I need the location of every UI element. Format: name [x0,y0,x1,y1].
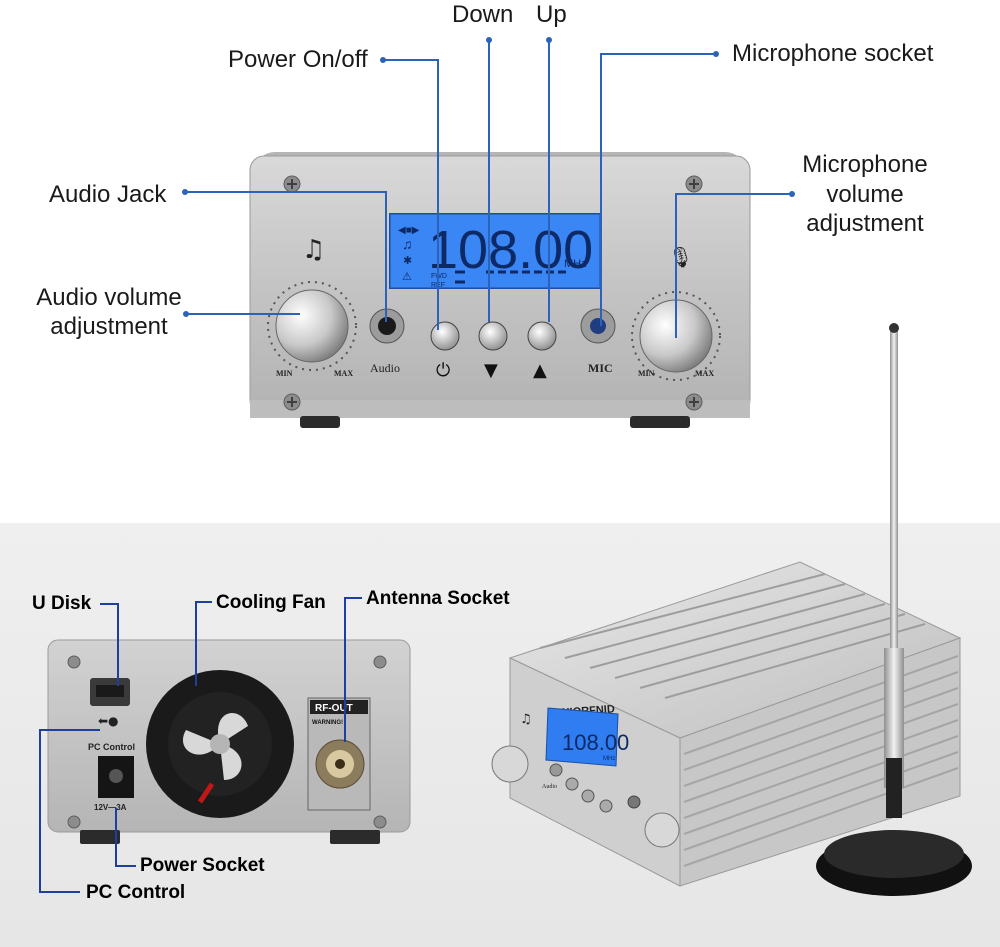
mic-label: MIC [588,361,613,375]
svg-text:⚠: ⚠ [402,271,412,283]
callout-microphone-socket: Microphone socket [732,40,934,67]
power-rating-label: 12V—3A [94,803,127,812]
lcd-unit: MHz [564,258,587,270]
product-photo: NIORFNID 108.00 MHz ♫ Audio [491,323,972,896]
left-knob-min: MIN [276,369,293,378]
up-arrow-icon: ▲ [533,360,547,381]
callout-power-socket: Power Socket [140,855,265,876]
callout-audio-volume-line1: Audio volume [36,284,182,311]
svg-text:✱: ✱ [403,255,412,267]
usb-icon: ⬅● [98,714,119,728]
callout-mic-volume-line2: volume [826,181,904,208]
right-knob-min: MIN [638,369,655,378]
product-lcd-unit: MHz [603,756,615,762]
callout-u-disk: U Disk [32,593,92,614]
rf-out-label: RF-OUT [315,703,353,714]
power-symbol-icon: ⏻ [436,360,450,381]
callout-pc-control: PC Control [86,882,186,903]
lcd-frequency: 108.00 [428,220,593,280]
callout-antenna-socket: Antenna Socket [366,588,510,609]
warning-label: WARNING! [312,720,343,726]
down-arrow-icon: ▼ [484,360,498,381]
microphone-icon: 🎙 [668,245,693,269]
right-knob-max: MAX [695,369,714,378]
callout-mic-volume-line1: Microphone [802,151,928,178]
callout-up: Up [536,1,567,28]
product-audio-label: Audio [542,784,557,790]
front-panel-photo: ◀■▶ ♫ ✱ ⚠ 108.00 MHz FWD REF ♫ MIN MAX A… [249,152,751,428]
audio-jack-label: Audio [370,361,400,375]
product-lcd-frequency: 108.00 [562,730,629,755]
callout-audio-jack: Audio Jack [49,181,167,208]
music-note-icon: ♫ [302,235,325,265]
callout-mic-volume-line3: adjustment [806,210,924,237]
callout-audio-volume-line2: adjustment [50,313,168,340]
callout-cooling-fan: Cooling Fan [216,592,326,613]
svg-text:♫: ♫ [402,236,413,252]
callout-down: Down [452,1,514,28]
callout-power: Power On/off [228,46,368,73]
svg-text:◀■▶: ◀■▶ [398,225,420,236]
left-knob-max: MAX [334,369,353,378]
product-music-icon: ♫ [520,712,532,727]
rear-panel-photo: ⬅● PC Control 12V—3A RF-OUT WARNING! [47,639,411,844]
rear-pc-control-label: PC Control [88,742,135,752]
